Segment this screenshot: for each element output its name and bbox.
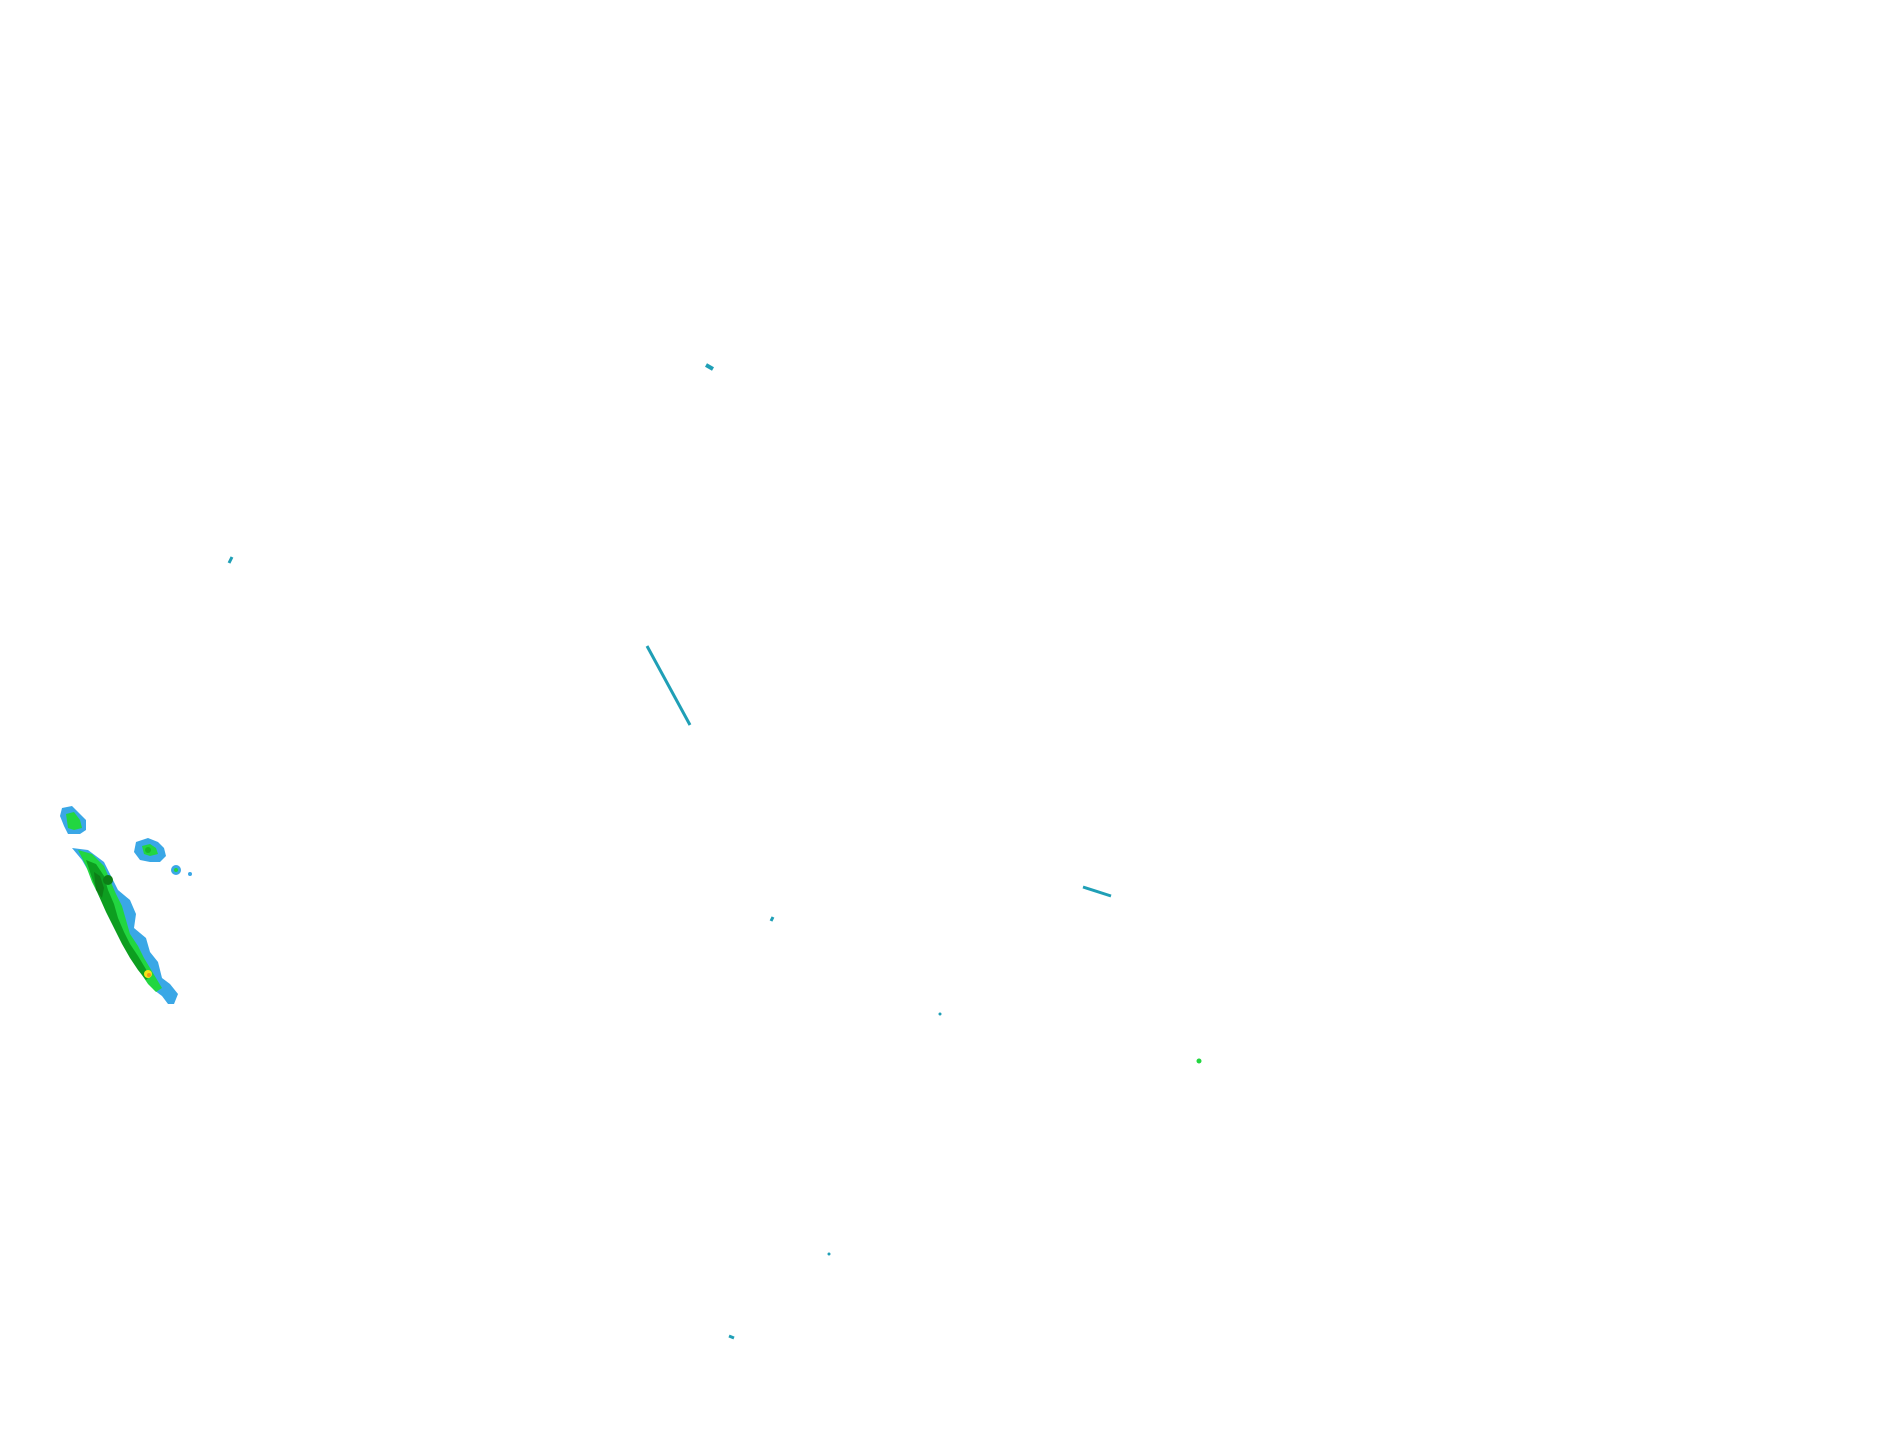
echo-dot-center [769, 916, 775, 922]
storm-cell-small-a [171, 865, 181, 875]
echo-darker-core-2 [103, 875, 113, 885]
echo-green [66, 812, 82, 830]
storm-cell-main-line [72, 848, 178, 1004]
echo-dark-spot [145, 847, 151, 853]
echo-outer-blue [188, 872, 192, 876]
echo-dot-south-central [938, 1012, 942, 1016]
storm-cell-east [134, 838, 166, 862]
echo-green [174, 868, 178, 872]
echo-darker-core [94, 872, 104, 898]
echo-spoke-central [645, 645, 692, 726]
echo-core-orange [147, 973, 151, 977]
storm-cell-small-b [188, 872, 192, 876]
storm-cell-north [60, 806, 86, 834]
echo-dot-far-south [728, 1334, 735, 1340]
echo-dot-east-green [1196, 1058, 1202, 1064]
echo-dot-south [827, 1252, 831, 1256]
echo-streak-north [705, 363, 714, 371]
echo-streak-east [1082, 885, 1112, 898]
echo-streak-northwest [227, 556, 234, 564]
